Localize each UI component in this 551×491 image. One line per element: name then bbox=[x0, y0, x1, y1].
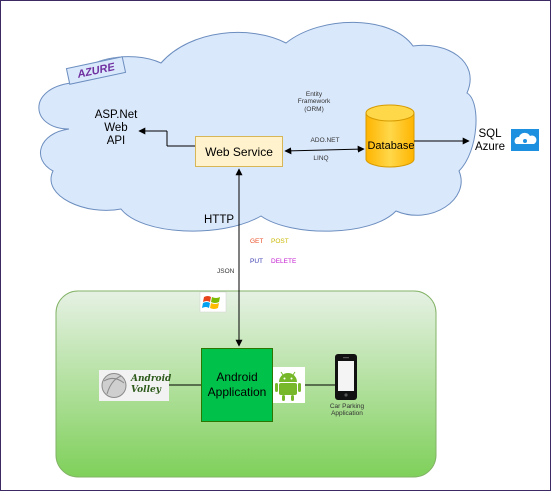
post-label: POST bbox=[271, 238, 289, 245]
json-label: JSON bbox=[217, 268, 235, 275]
delete-label: DELETE bbox=[271, 258, 297, 265]
volley-ball-icon bbox=[99, 370, 169, 401]
entity-framework-note: Entity Framework (ORM) bbox=[297, 91, 331, 113]
sql-azure-cloud-icon bbox=[511, 129, 539, 151]
database-cylinder bbox=[365, 104, 415, 168]
sql-azure-label: SQL Azure bbox=[474, 128, 506, 154]
azure-cloud bbox=[38, 21, 477, 232]
get-label: GET bbox=[250, 238, 264, 245]
web-service-database-arrow bbox=[284, 145, 365, 155]
web-api-label: ASP.Net Web API bbox=[94, 109, 138, 148]
web-service-box: Web Service bbox=[195, 136, 283, 167]
windows-logo-icon bbox=[199, 291, 227, 313]
smartphone-icon bbox=[335, 354, 357, 400]
http-label: HTTP bbox=[204, 214, 235, 226]
put-label: PUT bbox=[250, 258, 263, 265]
car-parking-label: Car Parking Application bbox=[329, 403, 365, 418]
android-robot-icon bbox=[271, 367, 305, 403]
android-app-box: Android Application bbox=[201, 348, 273, 422]
linq-label: LINQ bbox=[313, 155, 329, 162]
ado-net-label: ADO.NET bbox=[310, 137, 340, 144]
database-label: Database bbox=[367, 140, 415, 152]
android-volley-label: Android Volley bbox=[131, 374, 172, 396]
